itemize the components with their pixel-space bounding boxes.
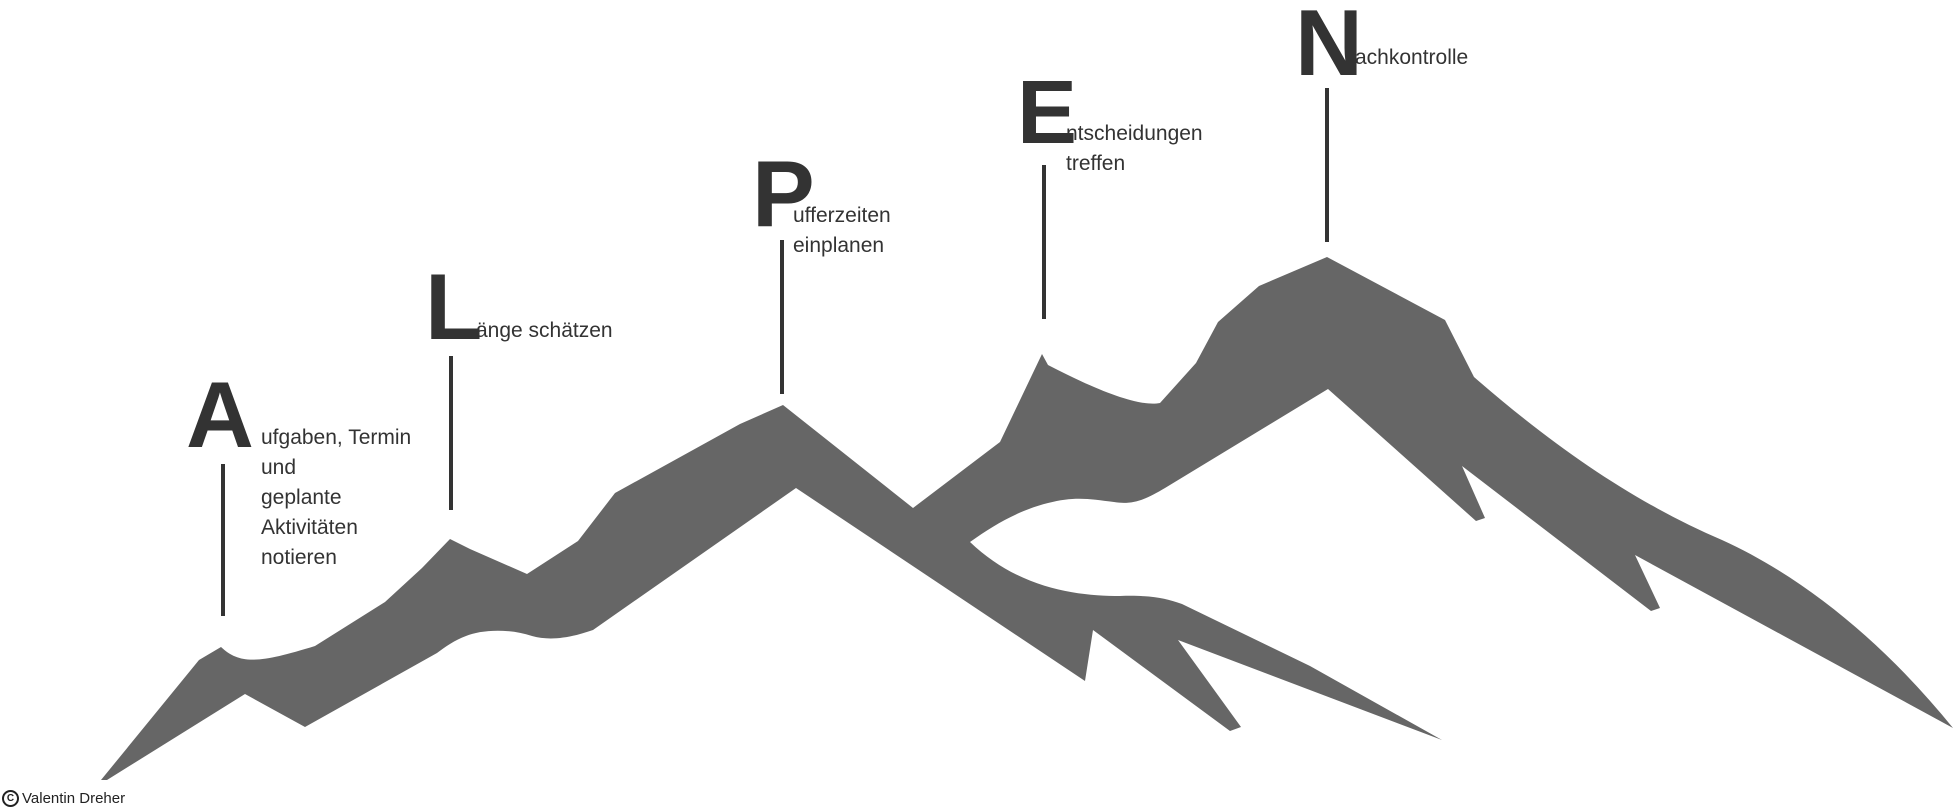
step-l-line: änge schätzen <box>476 319 613 342</box>
copyright-icon: C <box>2 790 19 807</box>
step-a-line: ufgaben, Termin <box>261 426 412 449</box>
step-e-letter: E <box>1017 63 1077 163</box>
step-a-text: ufgaben, Termin und geplante Aktivitäten… <box>261 423 411 573</box>
step-a-line: Aktivitäten <box>261 516 358 539</box>
step-l-text: änge schätzen <box>476 316 613 346</box>
step-a-letter: A <box>186 362 254 467</box>
step-e-line: treffen <box>1066 152 1126 175</box>
copyright-text: Valentin Dreher <box>22 790 126 807</box>
step-a-line: geplante <box>261 486 342 509</box>
step-p-line: ufferzeiten <box>793 204 891 227</box>
step-a-line: notieren <box>261 546 337 569</box>
step-a-line: und <box>261 456 297 479</box>
step-l-letter: L <box>425 254 482 359</box>
step-e-text: ntscheidungen treffen <box>1066 119 1203 179</box>
step-e-line: ntscheidungen <box>1066 122 1203 145</box>
step-n-letter: N <box>1295 0 1363 95</box>
step-p-text: ufferzeiten einplanen <box>793 201 891 261</box>
step-n-line: achkontrolle <box>1355 46 1469 69</box>
step-p-line: einplanen <box>793 234 885 257</box>
mountain-ridge-left <box>101 257 1953 780</box>
step-n-text: achkontrolle <box>1355 43 1468 73</box>
copyright-notice: C Valentin Dreher <box>2 790 125 807</box>
step-p-letter: P <box>752 141 815 246</box>
